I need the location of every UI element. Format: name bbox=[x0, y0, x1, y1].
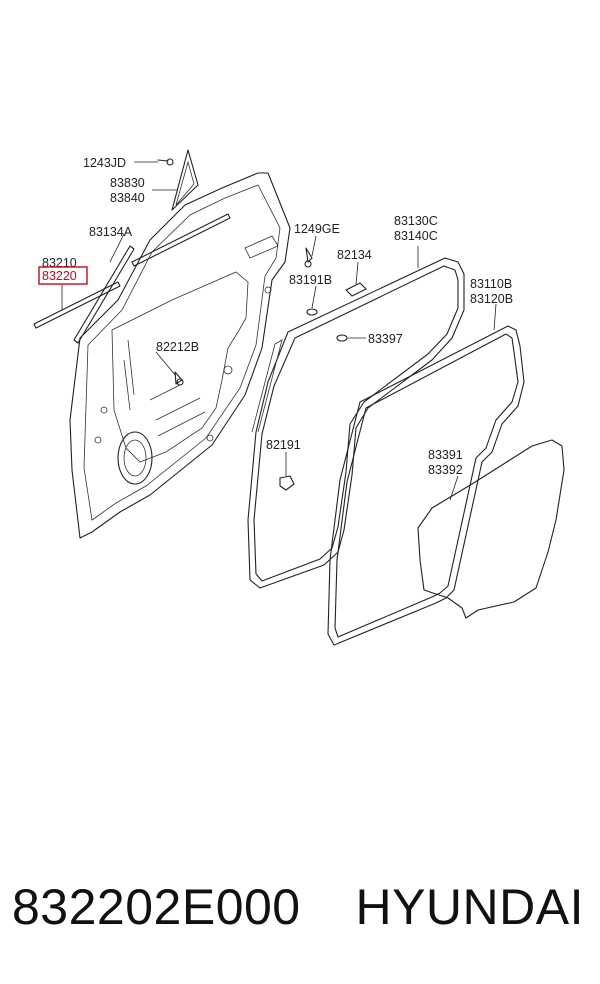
window-channel-strips bbox=[33, 213, 231, 344]
label-83220: 83220 bbox=[42, 269, 77, 283]
part-labels: 1243JD 83830 83840 83134A 83210 83220 12… bbox=[38, 156, 513, 477]
holder-82191 bbox=[279, 475, 295, 491]
label-82134: 82134 bbox=[337, 248, 372, 262]
label-82191: 82191 bbox=[266, 438, 301, 452]
part-number: 832202E000 bbox=[12, 879, 301, 935]
screw-1243jd bbox=[157, 158, 174, 166]
sealing-cover bbox=[417, 439, 565, 619]
label-83134a: 83134A bbox=[89, 225, 133, 239]
leader-lines bbox=[61, 161, 497, 501]
label-83210: 83210 bbox=[42, 256, 77, 270]
label-1249ge: 1249GE bbox=[294, 222, 340, 236]
label-82212b: 82212B bbox=[156, 340, 199, 354]
door-panel bbox=[69, 172, 291, 539]
brand-name: HYUNDAI bbox=[355, 879, 584, 935]
bolt-82212b bbox=[174, 371, 184, 386]
label-83191b: 83191B bbox=[289, 273, 332, 287]
delta-cover bbox=[171, 149, 199, 211]
bolt-1249ge bbox=[304, 247, 313, 268]
label-83130c: 83130C bbox=[394, 214, 438, 228]
plug-83397 bbox=[336, 334, 348, 342]
weatherstrip-door-side bbox=[327, 325, 525, 646]
highlight-box-83220 bbox=[38, 266, 88, 285]
plug-83191b bbox=[306, 308, 318, 316]
label-83830: 83830 bbox=[110, 176, 145, 190]
label-83391: 83391 bbox=[428, 448, 463, 462]
label-83840: 83840 bbox=[110, 191, 145, 205]
label-83397: 83397 bbox=[368, 332, 403, 346]
label-83110b: 83110B bbox=[470, 277, 512, 291]
label-83392: 83392 bbox=[428, 463, 463, 477]
label-83140c: 83140C bbox=[394, 229, 438, 243]
weatherstrip-body-side bbox=[247, 257, 465, 589]
clip-82134 bbox=[345, 282, 367, 297]
label-1243jd: 1243JD bbox=[83, 156, 126, 170]
label-83120b: 83120B bbox=[470, 292, 513, 306]
